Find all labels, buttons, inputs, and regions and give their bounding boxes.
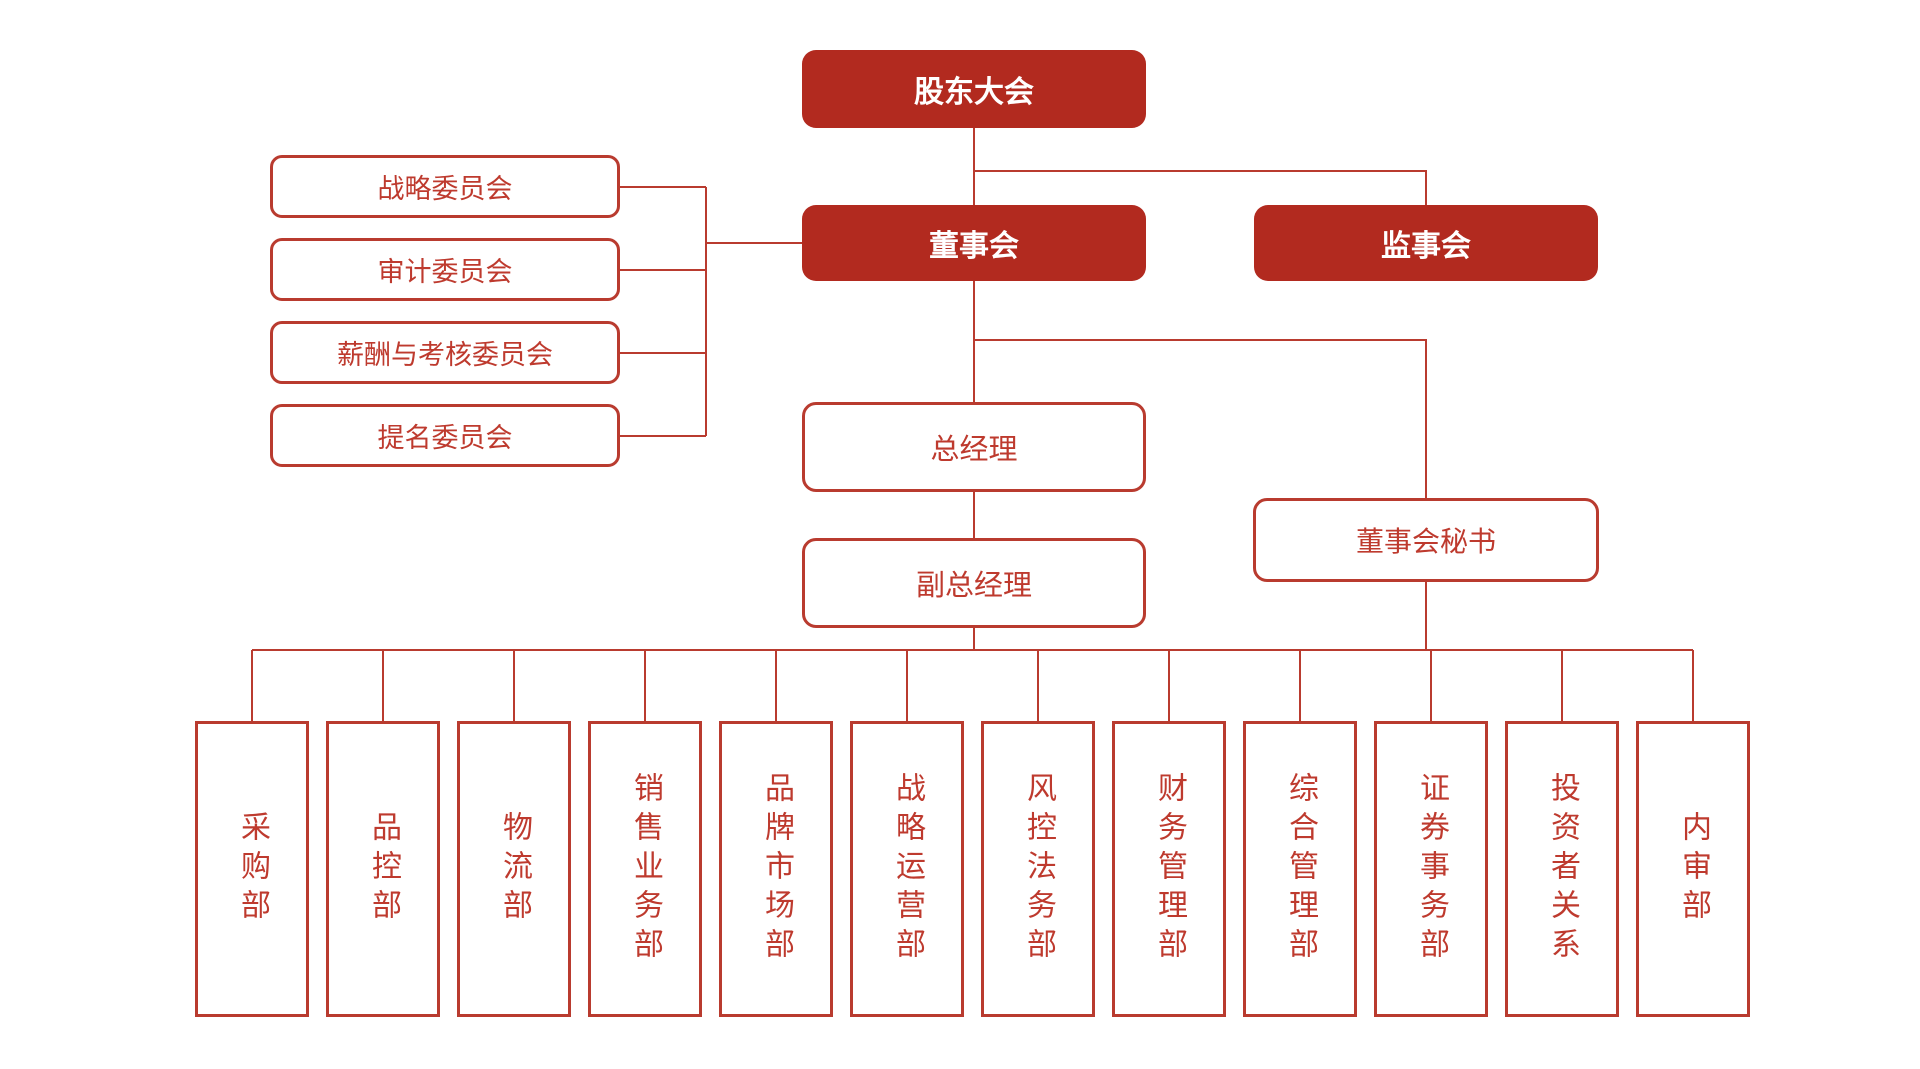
department-list: 采购部 品控部 物流部 销售业务部 品牌市场部 战略运营部 风控法务部 财务管理… (195, 721, 1750, 1017)
node-dept-brand-marketing: 品牌市场部 (719, 721, 833, 1017)
node-shareholders-meeting: 股东大会 (802, 50, 1146, 128)
node-strategy-committee: 战略委员会 (270, 155, 620, 218)
connector-board-to-secretary (974, 339, 1427, 498)
node-board-secretary: 董事会秘书 (1253, 498, 1599, 582)
node-nomination-committee: 提名委员会 (270, 404, 620, 467)
node-dept-investor-relations: 投资者关系 (1505, 721, 1619, 1017)
node-dept-quality-control: 品控部 (326, 721, 440, 1017)
node-general-manager: 总经理 (802, 402, 1146, 492)
node-dept-internal-audit: 内审部 (1636, 721, 1750, 1017)
node-dept-sales-business: 销售业务部 (588, 721, 702, 1017)
node-dept-procurement: 采购部 (195, 721, 309, 1017)
node-dept-securities-affairs: 证券事务部 (1374, 721, 1488, 1017)
node-deputy-general-manager: 副总经理 (802, 538, 1146, 628)
node-board-of-directors: 董事会 (802, 205, 1146, 281)
node-audit-committee: 审计委员会 (270, 238, 620, 301)
connector-shareholders-to-supervisory (974, 170, 1427, 205)
node-compensation-appraisal-committee: 薪酬与考核委员会 (270, 321, 620, 384)
node-dept-financial-management: 财务管理部 (1112, 721, 1226, 1017)
node-dept-general-management: 综合管理部 (1243, 721, 1357, 1017)
node-dept-risk-control-legal: 风控法务部 (981, 721, 1095, 1017)
node-supervisory-board: 监事会 (1254, 205, 1598, 281)
committee-list: 战略委员会 审计委员会 薪酬与考核委员会 提名委员会 (270, 155, 620, 467)
node-dept-strategic-operations: 战略运营部 (850, 721, 964, 1017)
node-dept-logistics: 物流部 (457, 721, 571, 1017)
